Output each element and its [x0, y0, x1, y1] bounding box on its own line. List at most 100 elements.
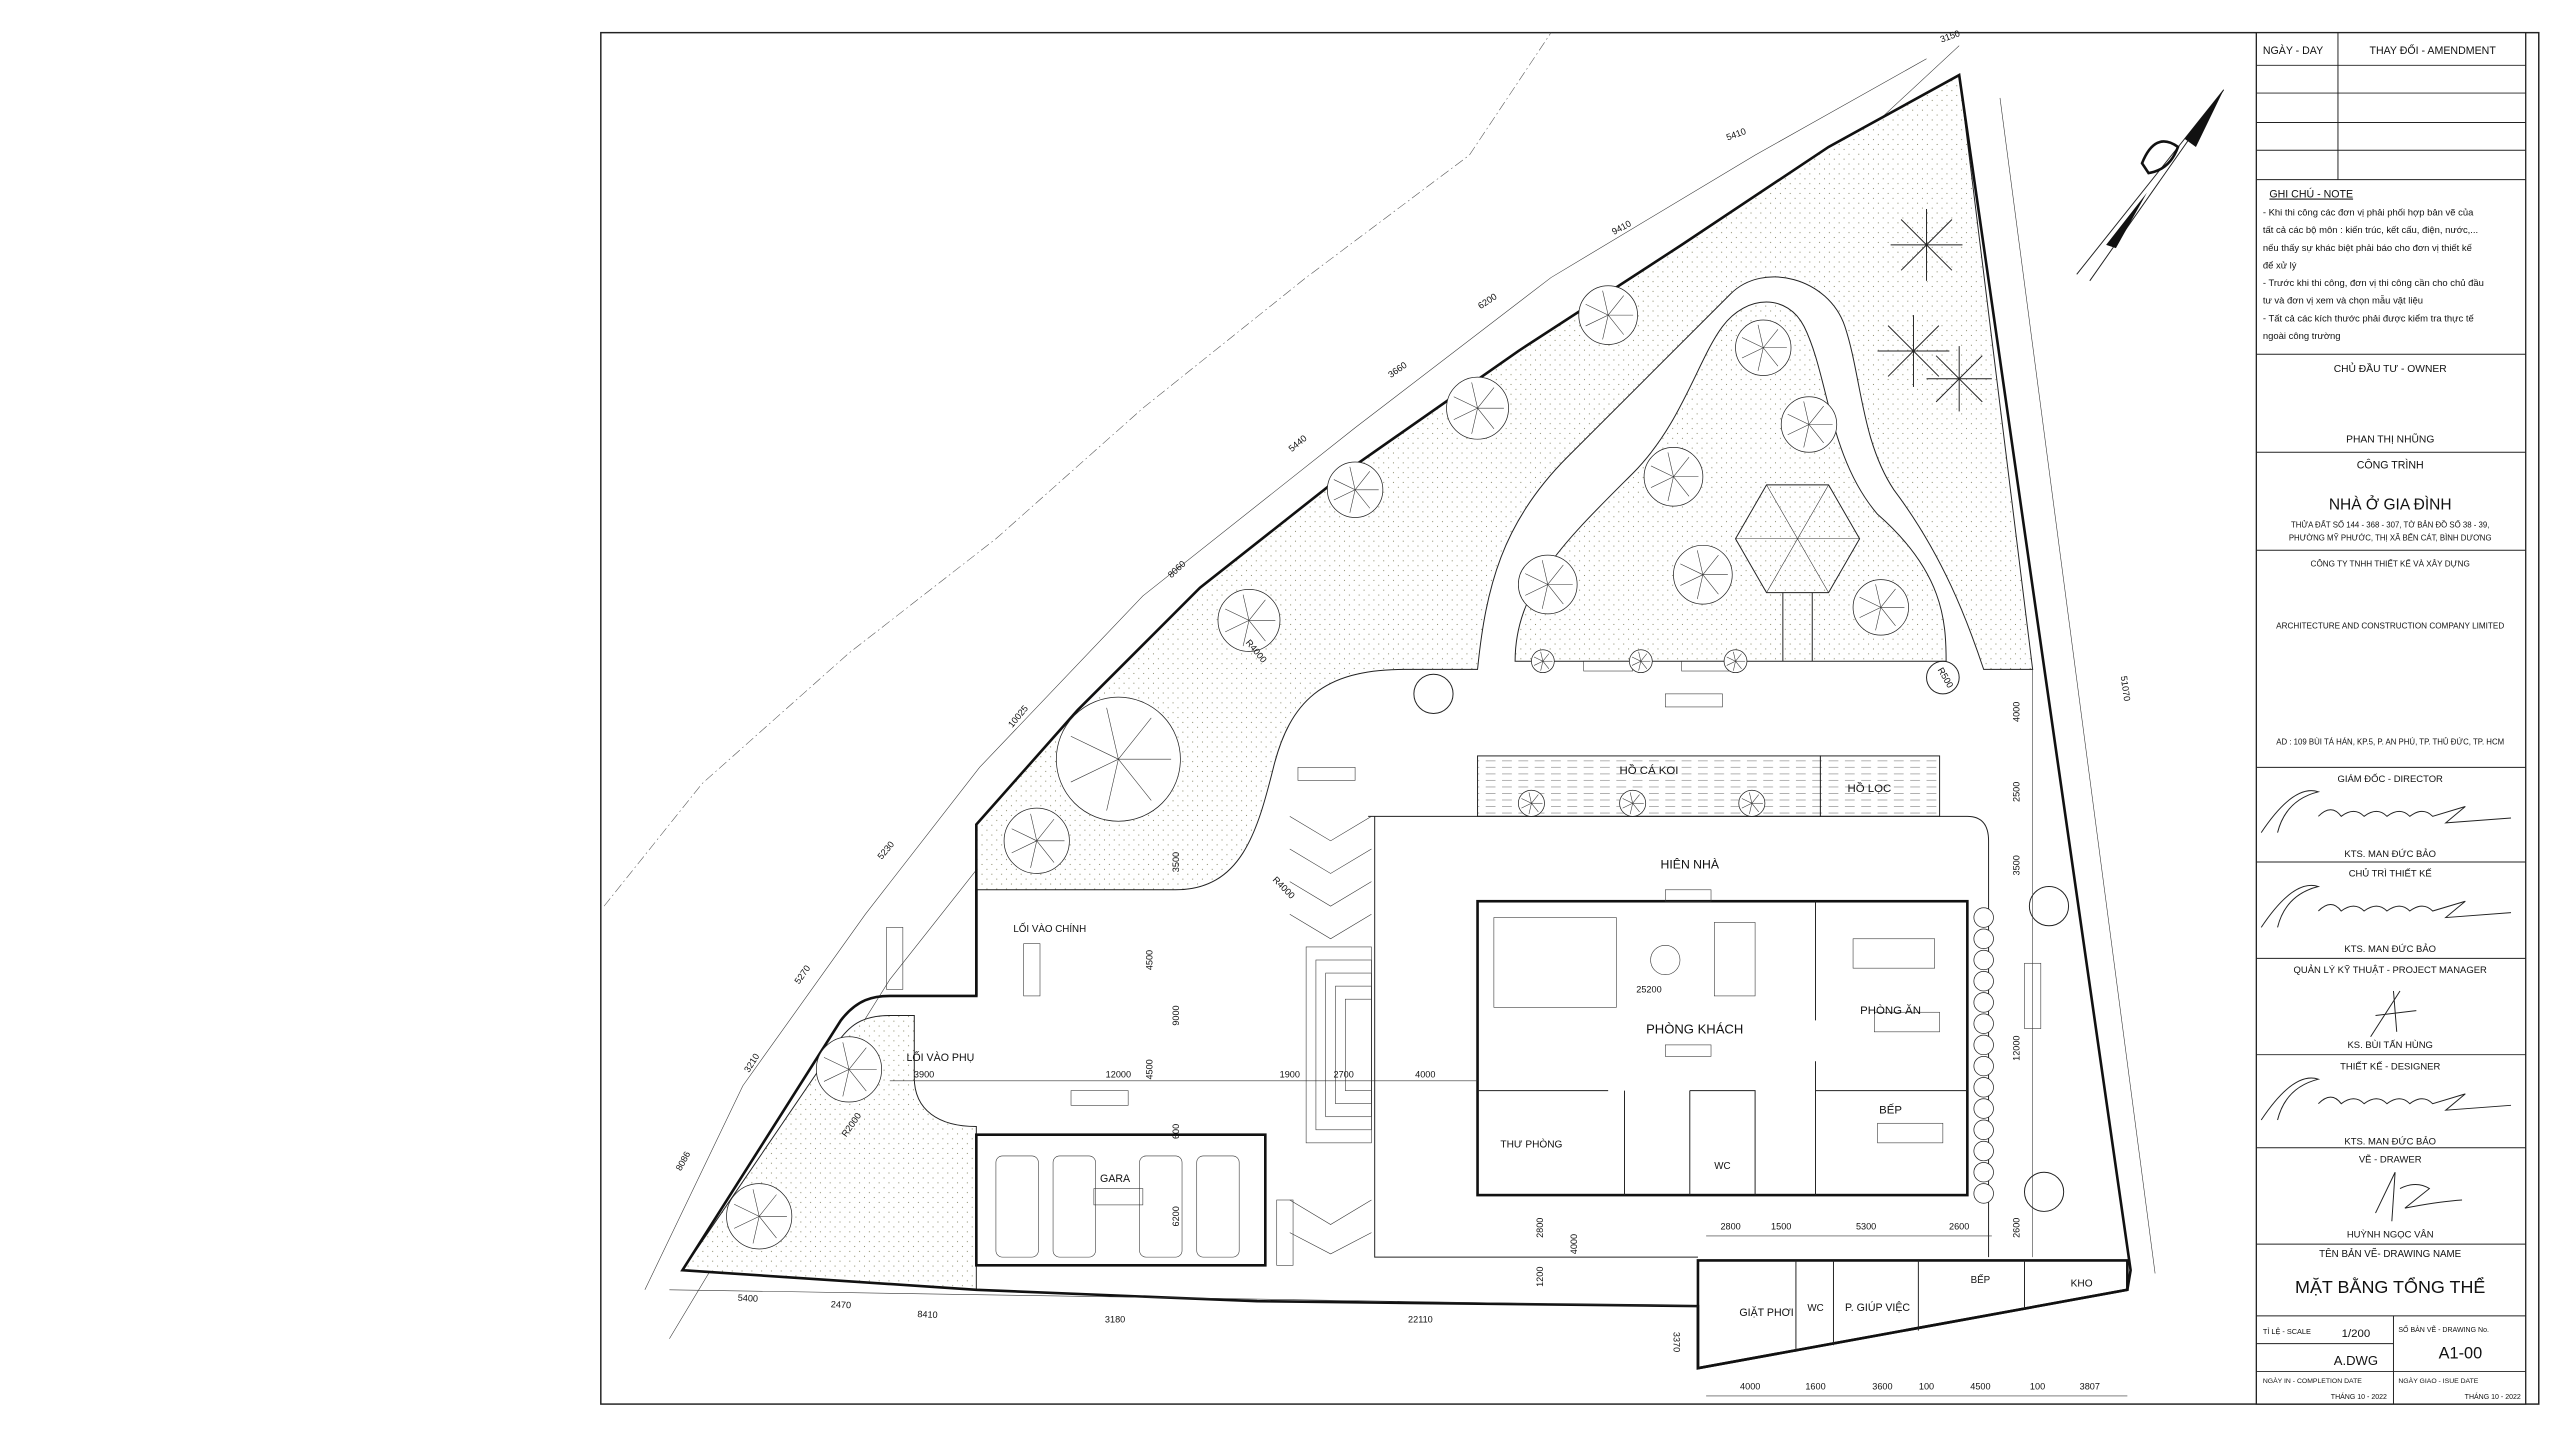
room-label: GARA	[1100, 1173, 1131, 1185]
room-label: HỒ LỌC	[1848, 782, 1892, 795]
issue-date: THÁNG 10 - 2022	[2465, 1392, 2521, 1401]
dimension-label: 4500	[1970, 1381, 1990, 1391]
project-address-line-2: PHƯỜNG MỸ PHƯỚC, THỊ XÃ BẾN CÁT, BÌNH DƯ…	[2289, 532, 2492, 542]
trees	[726, 208, 1992, 1250]
signature-image	[2370, 990, 2417, 1037]
shrub-icon	[1973, 928, 1994, 949]
note-line: để xử lý	[2263, 260, 2297, 271]
dimension-label: 5400	[738, 1293, 759, 1304]
dimension-label: 3807	[2080, 1381, 2100, 1391]
boundary-dimension-line	[644, 58, 1927, 1290]
dimension-label: 4000	[1569, 1234, 1579, 1254]
tree-icon	[1629, 649, 1653, 674]
tree-icon	[1578, 285, 1638, 345]
dimension-label: 6200	[1476, 291, 1498, 310]
tree-icon	[1643, 446, 1704, 507]
dimension-label: 12000	[1106, 1070, 1131, 1080]
room-label: BẾP	[1879, 1103, 1902, 1116]
dimension-label: 100	[1919, 1381, 1934, 1391]
note-line: tất cả các bộ môn : kiến trúc, kết cấu, …	[2263, 225, 2478, 236]
project-label: CÔNG TRÌNH	[2357, 459, 2424, 472]
scale-label: TỈ LỆ - SCALE	[2263, 1327, 2311, 1336]
tree-icon	[726, 1183, 793, 1250]
garden-island	[1514, 301, 1947, 662]
dimension-label: 5230	[876, 839, 897, 861]
drawing-name-label: TÊN BẢN VẼ- DRAWING NAME	[2319, 1248, 2461, 1260]
dimension-label: 3600	[1872, 1381, 1892, 1391]
dimension-label: 1200	[1535, 1267, 1545, 1287]
tree-icon	[1619, 789, 1647, 817]
room-label: LỐI VÀO CHÍNH	[1013, 923, 1086, 935]
dimension-label: 10025	[1006, 704, 1030, 730]
hedge-row	[1973, 907, 1994, 1204]
entrance-stairs	[1289, 816, 1372, 1255]
shrub-icon	[1973, 1055, 1994, 1077]
dimension-line	[1999, 97, 2156, 1274]
project-name: NHÀ Ở GIA ĐÌNH	[2329, 495, 2452, 513]
completion-date: THÁNG 10 - 2022	[2331, 1392, 2387, 1401]
room-label: BẾP	[1971, 1275, 1991, 1286]
shrub-icon	[1973, 1077, 1994, 1098]
dimension-label: 6200	[1171, 1206, 1181, 1226]
dimension-label: 8060	[1166, 559, 1188, 580]
shrub-icon	[1973, 1034, 1994, 1056]
dimension-label: 2600	[2012, 1218, 2022, 1238]
tree-icon	[1673, 544, 1733, 605]
room-label: PHÒNG KHÁCH	[1646, 1021, 1743, 1036]
amend-change-header: THAY ĐỔI - AMENDMENT	[2369, 44, 2496, 57]
dimension-label: 4000	[1740, 1381, 1760, 1391]
room-label: LỐI VÀO PHỤ	[907, 1050, 975, 1064]
room-label: WC	[1807, 1303, 1823, 1314]
dimension-label: 22110	[1408, 1314, 1433, 1324]
dimension-label: 3500	[1171, 852, 1181, 872]
road-edge-line	[603, 32, 1552, 907]
issue-label: NGÀY GIAO - ISUE DATE	[2398, 1376, 2478, 1385]
dimension-label: 4000	[1415, 1070, 1435, 1080]
signatory-role: QUẢN LÝ KỸ THUẬT - PROJECT MANAGER	[2294, 964, 2487, 976]
dimension-label: 4500	[1145, 950, 1155, 970]
dimension-label: R4000	[1271, 875, 1297, 901]
shrub-icon	[1973, 992, 1994, 1013]
dimension-label: 2800	[1535, 1218, 1545, 1238]
dimension-label: R500	[1936, 666, 1956, 690]
dimension-label: 3210	[742, 1052, 761, 1075]
signatory-role: GIÁM ĐỐC - DIRECTOR	[2338, 773, 2444, 785]
tree-icon	[1738, 789, 1766, 817]
company-address: AD : 109 BÙI TÁ HÁN, KP.5, P. AN PHÚ, TP…	[2276, 737, 2504, 746]
note-line: nếu thấy sự khác biệt phải báo cho đơn v…	[2263, 243, 2473, 254]
shrub-icon	[1973, 1183, 1994, 1204]
signatory-name: HUỲNH NGỌC VÂN	[2347, 1230, 2434, 1241]
dimension-label: 3180	[1105, 1314, 1125, 1324]
dimension-label: 5300	[1856, 1221, 1876, 1231]
tree-icon	[1780, 396, 1838, 453]
signatory-name: KTS. MAN ĐỨC BẢO	[2344, 848, 2436, 860]
signature-image	[2375, 1172, 2463, 1222]
filter-pond	[1819, 755, 1941, 817]
garden-left	[975, 74, 2034, 891]
signatory-name: KTS. MAN ĐỨC BẢO	[2344, 943, 2436, 955]
dimension-label: 25200	[1636, 985, 1661, 995]
service-wing	[1696, 1259, 2129, 1370]
dimension-line	[669, 1289, 1698, 1307]
dimension-label: 9000	[1171, 1005, 1181, 1025]
palm-tree-icon	[1877, 315, 1950, 387]
shrub-icon	[1973, 1119, 1994, 1140]
dimension-label: 1900	[1280, 1070, 1300, 1080]
shrub-icon	[1973, 1013, 1994, 1034]
completion-label: NGÀY IN - COMPLETION DATE	[2263, 1376, 2362, 1385]
note-line: tư và đơn vị xem và chọn mẫu vật liệu	[2263, 296, 2423, 307]
note-line: - Tất cả các kích thước phải được kiểm t…	[2263, 313, 2475, 324]
dimension-label: 2500	[2012, 782, 2022, 802]
shrub-icon	[1973, 949, 1994, 971]
title-block: NGÀY - DAY THAY ĐỔI - AMENDMENT GHI CHÚ …	[2255, 32, 2527, 1405]
dimension-label: 5410	[1725, 126, 1748, 142]
dimension-label: 2700	[1334, 1070, 1354, 1080]
main-house	[1476, 889, 1969, 1197]
tree-icon	[1518, 554, 1578, 615]
tree-icon	[1735, 319, 1792, 376]
drawing-no: A1-00	[2439, 1344, 2483, 1362]
palm-tree-icon	[1890, 208, 1963, 281]
dimension-label: 2470	[831, 1299, 852, 1310]
dimension-label: 1500	[1771, 1221, 1791, 1231]
dimension-label: 3150	[1939, 28, 1962, 44]
